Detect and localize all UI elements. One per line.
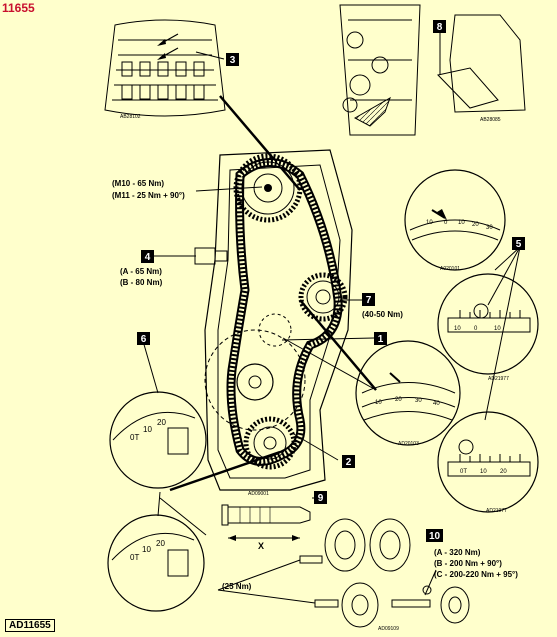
svg-text:3: 3 [230, 55, 236, 66]
mark-detail-5a [404, 169, 506, 271]
torque-m10: (M10 - 65 Nm) [112, 179, 164, 188]
dial-detail-6 [109, 391, 207, 489]
svg-text:10: 10 [142, 545, 151, 554]
svg-text:40: 40 [433, 401, 440, 407]
svg-text:6: 6 [141, 334, 147, 345]
callout-9: 9 [314, 491, 327, 504]
svg-text:20: 20 [157, 418, 166, 427]
svg-text:AD21977: AD21977 [488, 376, 509, 382]
figure-id: 11655 [2, 1, 35, 15]
svg-text:AD21977: AD21977 [486, 508, 507, 514]
idler-pulley [236, 363, 274, 401]
dial-detail-9 [107, 514, 205, 612]
torque-m11: (M11 - 25 Nm + 90°) [112, 191, 185, 200]
engine-block [204, 149, 353, 491]
pulley-detail-1 [355, 340, 461, 446]
svg-text:AD09001: AD09001 [248, 491, 269, 497]
torque-tensioner: (40-50 Nm) [362, 310, 403, 319]
mark-detail-5b [437, 273, 539, 375]
callout-2: 2 [342, 455, 355, 468]
svg-text:20: 20 [472, 222, 479, 228]
svg-text:0T: 0T [460, 469, 467, 475]
svg-text:5: 5 [516, 239, 522, 250]
svg-text:30: 30 [415, 398, 422, 404]
torque-a-320: (A - 320 Nm) [434, 548, 481, 557]
svg-text:10: 10 [375, 400, 382, 406]
svg-text:AB28102: AB28102 [120, 114, 141, 120]
oil-pump-outline [204, 329, 306, 431]
crankshaft-pulley [243, 416, 297, 470]
svg-text:0: 0 [444, 220, 448, 226]
callout-10: 10 [426, 529, 443, 542]
svg-text:A020101: A020101 [440, 266, 460, 272]
svg-text:7: 7 [366, 295, 372, 306]
svg-text:10: 10 [480, 469, 487, 475]
callout-6: 6 [137, 332, 150, 345]
dimension-x-label: X [258, 541, 264, 551]
small-bolts [299, 555, 432, 608]
torque-a-65: (A - 65 Nm) [120, 267, 162, 276]
svg-text:0T: 0T [130, 553, 139, 562]
svg-text:8: 8 [437, 22, 443, 33]
svg-text:10: 10 [429, 531, 441, 542]
svg-text:1: 1 [378, 334, 384, 345]
svg-text:10: 10 [494, 326, 501, 332]
callout-4: 4 [141, 250, 154, 263]
svg-text:20: 20 [156, 539, 165, 548]
callout-5: 5 [512, 237, 525, 250]
svg-text:20: 20 [395, 397, 402, 403]
svg-text:2: 2 [346, 457, 352, 468]
timing-belt [226, 158, 343, 466]
svg-text:0: 0 [474, 326, 478, 332]
tool-fitting-detail [339, 4, 526, 136]
torque-bolts: (25 Nm) [222, 582, 252, 591]
torque-c-200-220: (C - 200-220 Nm + 95°) [434, 570, 518, 579]
figure-ref-label: AD11655 [5, 619, 55, 632]
svg-text:AD09109: AD09109 [378, 626, 399, 632]
svg-text:30: 30 [486, 225, 493, 231]
sensor-fitting [194, 247, 228, 265]
svg-text:20: 20 [500, 469, 507, 475]
svg-text:10: 10 [458, 220, 465, 226]
torque-b-200: (B - 200 Nm + 90°) [434, 559, 502, 568]
svg-text:10: 10 [143, 425, 152, 434]
svg-text:10: 10 [454, 326, 461, 332]
bolt-detail [221, 504, 311, 541]
svg-text:AB28085: AB28085 [480, 117, 501, 123]
svg-text:0T: 0T [130, 433, 139, 442]
damper-pulleys [324, 518, 470, 628]
svg-text:9: 9 [318, 493, 324, 504]
callout-3: 3 [226, 53, 239, 66]
tensioner-pulley [298, 272, 348, 322]
callout-1: 1 [374, 332, 387, 345]
torque-b-80: (B - 80 Nm) [120, 278, 163, 287]
svg-text:AD20103: AD20103 [398, 441, 419, 447]
callout-7: 7 [362, 293, 375, 306]
mark-detail-5c [437, 411, 539, 513]
svg-text:4: 4 [145, 252, 151, 263]
callout-8: 8 [433, 20, 446, 33]
svg-text:10: 10 [426, 220, 433, 226]
leader-lines [142, 30, 521, 604]
